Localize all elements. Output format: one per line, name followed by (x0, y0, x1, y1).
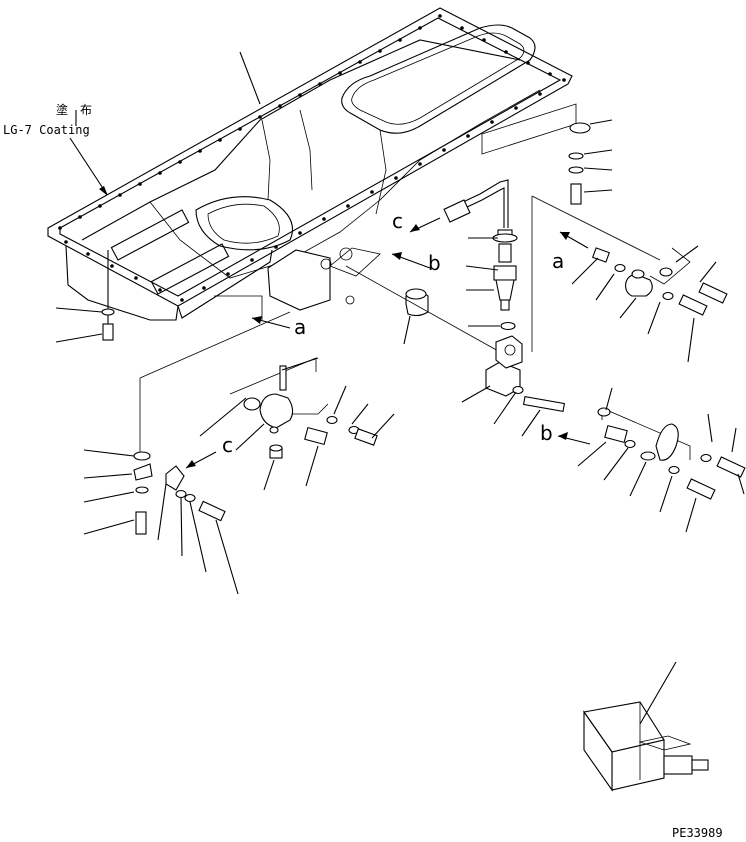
coating-leader (69, 137, 109, 197)
pipe-assembly (443, 179, 518, 331)
link-line (345, 265, 501, 353)
tee-fitting-group (199, 357, 395, 491)
oil-pan-opening (341, 24, 536, 134)
callout-b-upper-label: b (428, 251, 441, 275)
lower-right-assembly (577, 387, 746, 533)
callout-c-lower-label: c (222, 433, 233, 457)
coating-note: 塗 布 LG-7 Coating (3, 102, 109, 197)
callout-c-lower: c (185, 433, 233, 469)
callout-b-lower: b (540, 421, 591, 445)
callout-a-lower-label: a (294, 315, 306, 339)
clamp-group (83, 449, 239, 595)
callout-b-upper: b (329, 247, 441, 277)
callout-b-lower-label: b (540, 421, 553, 445)
drawing-code: PE33989 (672, 826, 723, 840)
coating-label-japanese: 塗 布 (56, 102, 92, 117)
bolt (102, 323, 114, 341)
tool-detail (583, 661, 709, 792)
drain-plug (403, 288, 429, 345)
upper-right-fasteners (481, 103, 613, 205)
callout-a-right: a (552, 231, 728, 363)
callout-c-upper-label: c (392, 209, 403, 233)
callout-c-upper: c (392, 209, 441, 233)
union-block (461, 195, 661, 437)
oil-pan (47, 7, 573, 321)
callout-a-right-label: a (552, 249, 564, 273)
oil-pan-leader (239, 51, 261, 105)
drain-boss (267, 249, 331, 311)
pan-bolt-left (55, 250, 115, 343)
flange-bolt-holes (58, 14, 566, 302)
coating-arrowhead (99, 186, 108, 196)
washer (101, 308, 115, 316)
coating-label-english: LG-7 Coating (3, 123, 90, 137)
callout-a-lower: a (214, 295, 306, 339)
